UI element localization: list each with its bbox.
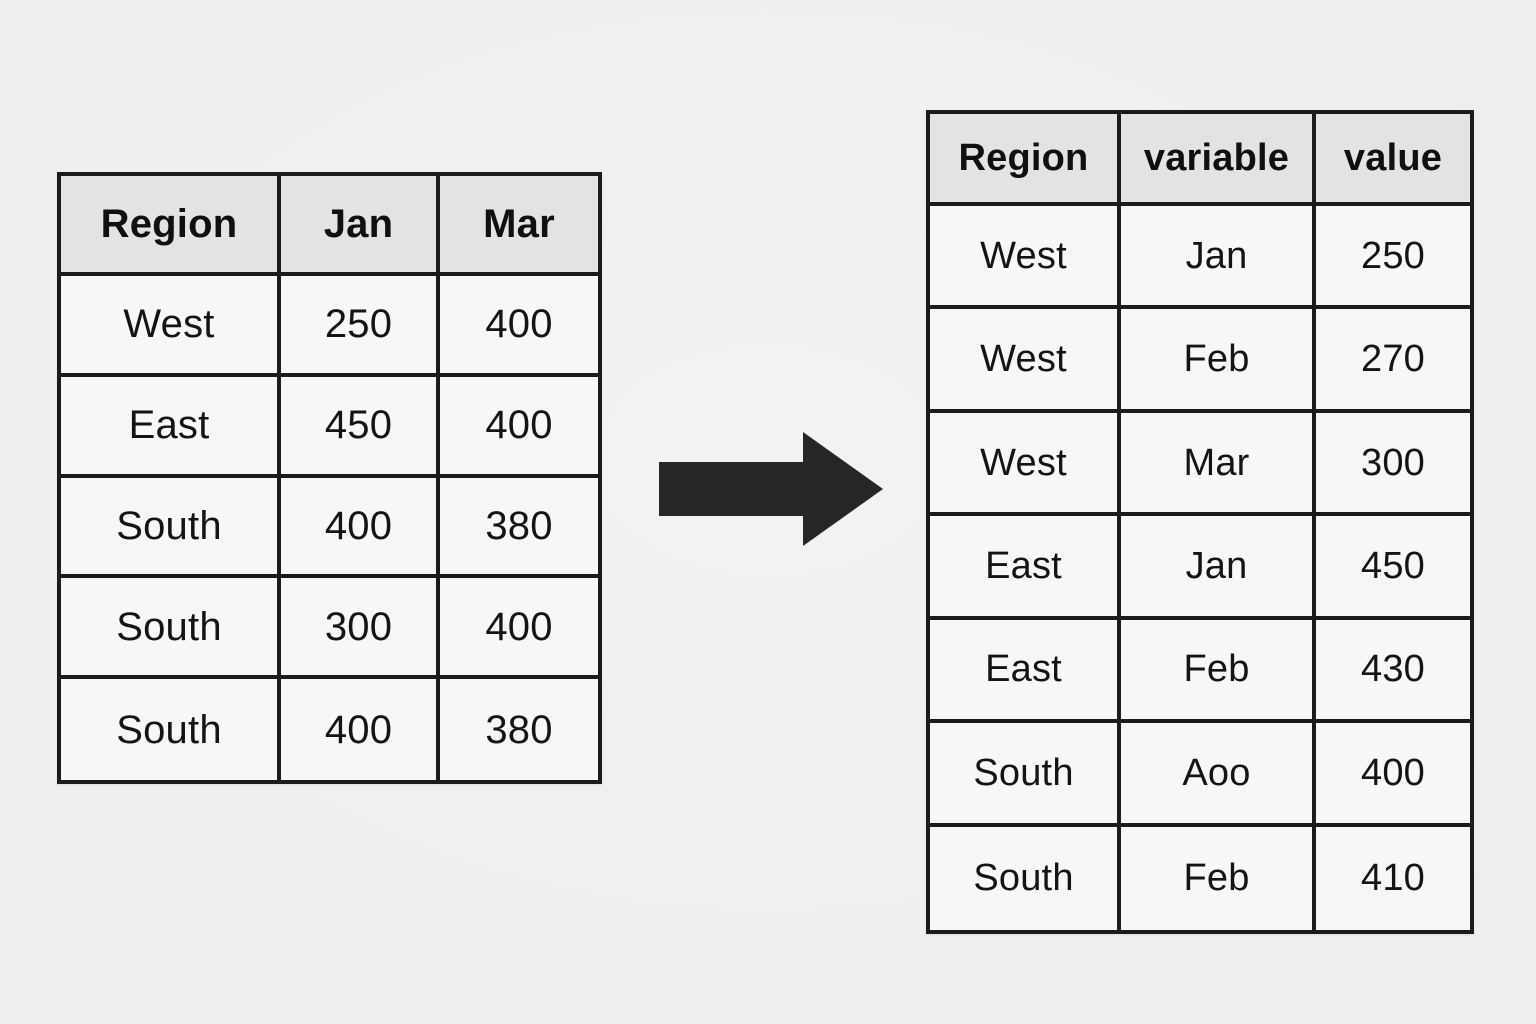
wide-cell-r4c2: 380 <box>440 679 598 780</box>
wide-format-table: Region Jan Mar West 250 400 East 450 400… <box>57 172 602 784</box>
wide-cell-r2c1: 400 <box>281 477 440 579</box>
long-cell-r5c0: South <box>930 723 1121 827</box>
long-cell-r3c0: East <box>930 516 1121 620</box>
wide-cell-r2c2: 380 <box>440 477 598 579</box>
long-format-table: Region variable value West Jan 250 West … <box>926 110 1474 934</box>
wide-cell-r0c1: 250 <box>281 276 440 377</box>
wide-cell-r2c0: South <box>61 477 281 579</box>
long-cell-r5c1: Aoo <box>1121 723 1316 827</box>
wide-header-mar: Mar <box>440 176 598 276</box>
wide-cell-r3c0: South <box>61 578 281 680</box>
wide-header-region: Region <box>61 176 281 276</box>
long-cell-r2c2: 300 <box>1316 412 1470 517</box>
wide-cell-r1c2: 400 <box>440 376 598 478</box>
wide-cell-r3c1: 300 <box>281 578 440 680</box>
long-header-value: value <box>1316 114 1470 206</box>
wide-table-grid: Region Jan Mar West 250 400 East 450 400… <box>61 176 598 780</box>
wide-cell-r0c2: 400 <box>440 276 598 377</box>
long-cell-r4c2: 430 <box>1316 619 1470 724</box>
long-cell-r3c2: 450 <box>1316 516 1470 620</box>
long-cell-r1c2: 270 <box>1316 309 1470 413</box>
wide-cell-r4c0: South <box>61 679 281 780</box>
long-cell-r2c1: Mar <box>1121 412 1316 517</box>
long-cell-r3c1: Jan <box>1121 516 1316 620</box>
long-cell-r4c0: East <box>930 619 1121 724</box>
wide-header-jan: Jan <box>281 176 440 276</box>
long-table-grid: Region variable value West Jan 250 West … <box>930 114 1470 930</box>
right-arrow-icon <box>657 430 885 548</box>
long-header-variable: variable <box>1121 114 1316 206</box>
wide-cell-r1c0: East <box>61 376 281 478</box>
long-cell-r0c0: West <box>930 206 1121 310</box>
wide-cell-r4c1: 400 <box>281 679 440 780</box>
long-cell-r6c1: Feb <box>1121 826 1316 930</box>
wide-cell-r1c1: 450 <box>281 376 440 478</box>
long-cell-r0c1: Jan <box>1121 206 1316 310</box>
long-cell-r5c2: 400 <box>1316 723 1470 827</box>
wide-cell-r0c0: West <box>61 276 281 377</box>
long-cell-r4c1: Feb <box>1121 619 1316 724</box>
long-cell-r6c0: South <box>930 826 1121 930</box>
long-cell-r2c0: West <box>930 412 1121 517</box>
long-cell-r0c2: 250 <box>1316 206 1470 310</box>
wide-cell-r3c2: 400 <box>440 578 598 680</box>
long-cell-r1c1: Feb <box>1121 309 1316 413</box>
long-cell-r6c2: 410 <box>1316 826 1470 930</box>
long-cell-r1c0: West <box>930 309 1121 413</box>
long-header-region: Region <box>930 114 1121 206</box>
